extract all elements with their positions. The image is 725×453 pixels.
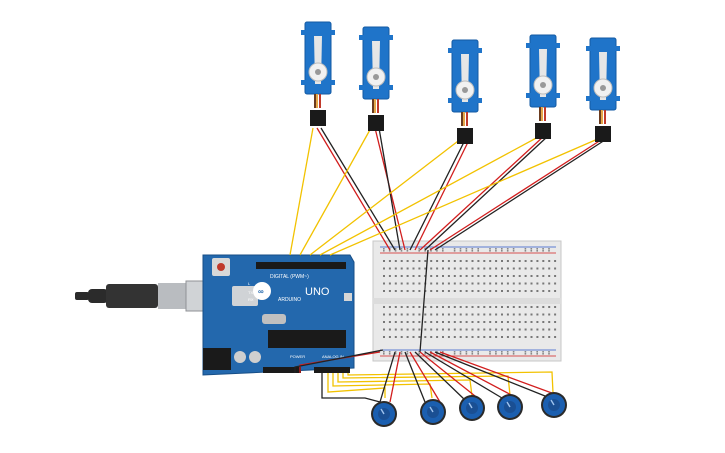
- servo-motor[interactable]: [301, 21, 335, 126]
- power-jack: [203, 348, 231, 370]
- breadboard[interactable]: [372, 240, 562, 362]
- wires: [289, 127, 609, 403]
- led-label-l: L: [248, 281, 251, 286]
- potentiometer[interactable]: [541, 392, 567, 418]
- brand-label: ARDUINO: [278, 297, 301, 303]
- arduino-uno-board[interactable]: DIGITAL (PWM~) ∞ ARDUINO UNO L TX RX POW…: [202, 254, 355, 376]
- power-label: POWER: [290, 354, 305, 359]
- analog-header: [314, 367, 350, 373]
- servo-motor[interactable]: [359, 26, 393, 131]
- model-label: UNO: [305, 286, 330, 298]
- servo-motor[interactable]: [526, 34, 560, 139]
- analog-label: ANALOG IN: [322, 354, 344, 359]
- servo-motor[interactable]: [448, 39, 482, 144]
- potentiometer[interactable]: [497, 394, 523, 420]
- led-label-rx: RX: [248, 297, 254, 302]
- potentiometer-group: [371, 392, 567, 427]
- servo-connector: [368, 115, 384, 131]
- servo-connector: [310, 110, 326, 126]
- potentiometer[interactable]: [459, 395, 485, 421]
- arduino-logo-icon: [253, 282, 271, 300]
- digital-header-label: DIGITAL (PWM~): [270, 274, 309, 280]
- svg-text:∞: ∞: [258, 287, 264, 296]
- power-header: [263, 367, 301, 373]
- breadboard-holes: [383, 248, 557, 355]
- potentiometer[interactable]: [420, 399, 446, 425]
- servo-connector: [535, 123, 551, 139]
- servo-motor[interactable]: [586, 37, 620, 142]
- servo-connector: [457, 128, 473, 144]
- servo-connector: [595, 126, 611, 142]
- usb-port: [232, 286, 258, 306]
- digital-header: [256, 262, 346, 269]
- servo-group: [301, 21, 620, 144]
- led-label-tx: TX: [248, 290, 253, 295]
- potentiometer[interactable]: [371, 401, 397, 427]
- crystal: [262, 314, 286, 324]
- atmega-chip: [268, 330, 346, 348]
